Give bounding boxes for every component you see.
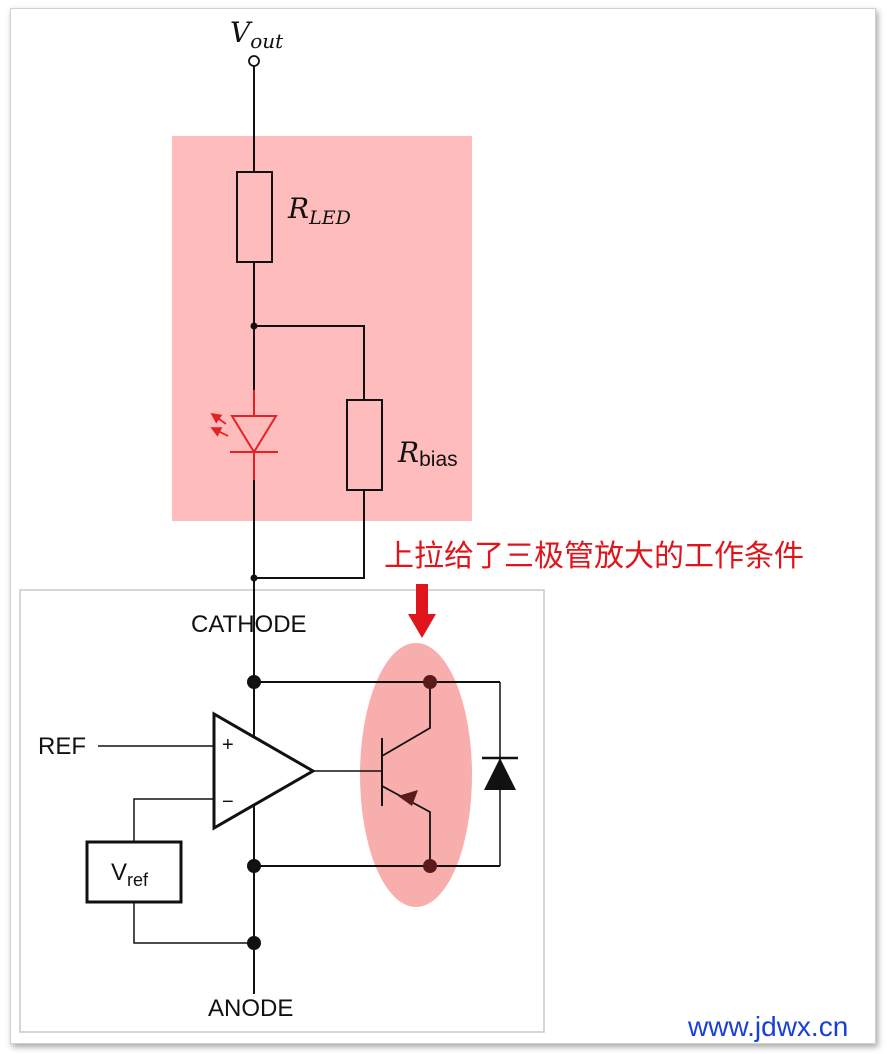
emitter-rail-node bbox=[423, 859, 437, 873]
vref-label: Vref bbox=[111, 859, 149, 890]
vref-box bbox=[85, 840, 183, 904]
annotation-arrow-head bbox=[408, 614, 436, 638]
transistor-highlight-ellipse bbox=[360, 643, 472, 907]
annotation-text: 上拉给了三极管放大的工作条件 bbox=[384, 539, 804, 574]
watermark: www.jdwx.cn bbox=[687, 1011, 848, 1042]
opamp-plus: + bbox=[222, 734, 234, 756]
led-light-arrow-2 bbox=[210, 427, 229, 437]
vref-ground-wire bbox=[133, 902, 254, 944]
led-light-arrow-1 bbox=[210, 412, 227, 425]
transistor-collector bbox=[381, 682, 431, 757]
anode-label: ANODE bbox=[208, 995, 293, 1022]
opamp-triangle bbox=[212, 711, 317, 831]
rbias-upper-wire bbox=[254, 325, 365, 400]
anode-node bbox=[247, 936, 261, 950]
rbias-lower-wire bbox=[254, 490, 365, 579]
protection-diode bbox=[484, 758, 516, 790]
highlight-region-top bbox=[172, 136, 472, 521]
junction-node-lower bbox=[250, 574, 258, 582]
led-symbol bbox=[230, 415, 278, 454]
rbias-label: Rbias bbox=[397, 436, 458, 471]
vout-label: Vout bbox=[230, 16, 284, 53]
rled-label: RLED bbox=[287, 192, 351, 229]
annotation-arrow-shaft bbox=[416, 584, 428, 614]
vout-terminal bbox=[248, 55, 260, 67]
collector-node bbox=[423, 675, 437, 689]
opamp-minus: − bbox=[222, 791, 234, 813]
transistor-emitter-arrow bbox=[398, 790, 418, 806]
minus-input-wire bbox=[133, 798, 214, 842]
transistor-emitter bbox=[381, 785, 431, 866]
cathode-label: CATHODE bbox=[191, 611, 307, 638]
ref-label: REF bbox=[38, 733, 86, 760]
